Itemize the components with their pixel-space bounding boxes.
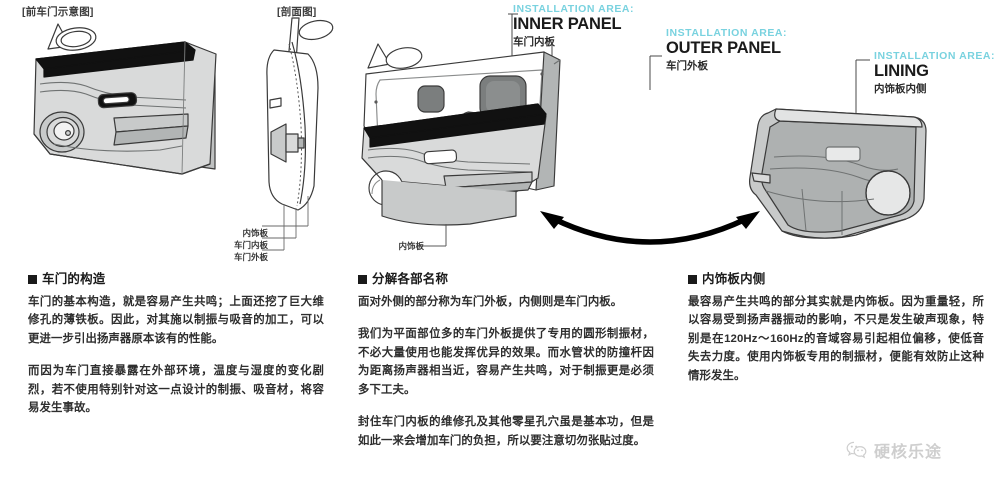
callout-subtitle-cn: 车门外板: [666, 59, 708, 72]
callout-outer-panel: INSTALLATION AREA: OUTER PANEL 车门外板: [666, 27, 787, 73]
callout-subtitle-cn: 内饰板内侧: [874, 82, 927, 95]
column-heading-text: 内饰板内侧: [702, 272, 766, 286]
watermark: 硬核乐途: [846, 438, 942, 462]
part-label-cs-lining: 内饰板: [242, 228, 268, 238]
cross-section-illustration: [262, 17, 334, 251]
part-label-mid-lining: 内饰板: [398, 241, 424, 251]
bullet-square-icon: [688, 275, 697, 284]
column-heading: 内饰板内侧: [688, 272, 984, 287]
callout-title: INNER PANEL: [513, 15, 622, 34]
callout-title: OUTER PANEL: [666, 39, 781, 58]
lining-inner-illustration: [749, 108, 927, 239]
text-column-door-structure: 车门的构造 车门的基本构造，就是容易产生共鸣；上面还挖了巨大维修孔的薄铁板。因此…: [28, 272, 324, 418]
column-paragraph: 面对外侧的部分称为车门外板，内侧则是车门内板。: [358, 296, 623, 308]
front-door-illustration: [33, 23, 217, 175]
text-column-lining-inner-side: 内饰板内侧 最容易产生共鸣的部分其实就是内饰板。因为重量轻，所以容易受到扬声器振…: [688, 272, 984, 385]
callout-eyebrow: INSTALLATION AREA:: [666, 27, 788, 39]
part-label-cs-outer-panel: 车门外板: [233, 252, 268, 262]
part-label-cs-inner-panel: 车门内板: [233, 240, 268, 250]
callout-eyebrow: INSTALLATION AREA:: [513, 3, 635, 15]
column-paragraph: 我们为平面部位多的车门外板提供了专用的圆形制振材，不必大量使用也能发挥优异的效果…: [358, 328, 654, 396]
column-paragraph: 封住车门内板的维修孔及其他零星孔穴虽是基本功，但是如此一来会增加车门的负担，所以…: [358, 416, 654, 447]
caption-cross-section: [剖面图]: [277, 6, 317, 18]
bullet-square-icon: [358, 275, 367, 284]
mid-label-leader-line: [420, 224, 447, 247]
column-paragraph: 车门的基本构造，就是容易产生共鸣；上面还挖了巨大维修孔的薄铁板。因此，对其施以制…: [28, 296, 324, 345]
text-column-part-names: 分解各部名称 面对外侧的部分称为车门外板，内侧则是车门内板。 我们为平面部位多的…: [358, 272, 654, 450]
transform-arrow-icon: [540, 211, 760, 245]
bullet-square-icon: [28, 275, 37, 284]
callout-subtitle-cn: 车门内板: [513, 35, 555, 48]
column-paragraph: 最容易产生共鸣的部分其实就是内饰板。因为重量轻，所以容易受到扬声器振动的影响，不…: [688, 296, 984, 382]
callout-title: LINING: [874, 62, 929, 81]
caption-front-door-schematic: [前车门示意图]: [22, 6, 94, 18]
exploded-door-illustration: [361, 43, 561, 226]
watermark-text: 硬核乐途: [874, 444, 943, 461]
callout-inner-panel: INSTALLATION AREA: INNER PANEL 车门内板: [513, 3, 634, 49]
column-heading: 车门的构造: [28, 272, 324, 287]
column-heading-text: 车门的构造: [42, 272, 106, 286]
callout-lining: INSTALLATION AREA: LINING 内饰板内侧: [874, 50, 995, 96]
wechat-icon: [846, 441, 867, 459]
column-heading-text: 分解各部名称: [372, 272, 449, 286]
callout-eyebrow: INSTALLATION AREA:: [874, 50, 996, 62]
column-heading: 分解各部名称: [358, 272, 654, 287]
column-paragraph: 而因为车门直接暴露在外部环境，温度与湿度的变化剧烈，若不使用特别针对这一点设计的…: [28, 365, 324, 415]
